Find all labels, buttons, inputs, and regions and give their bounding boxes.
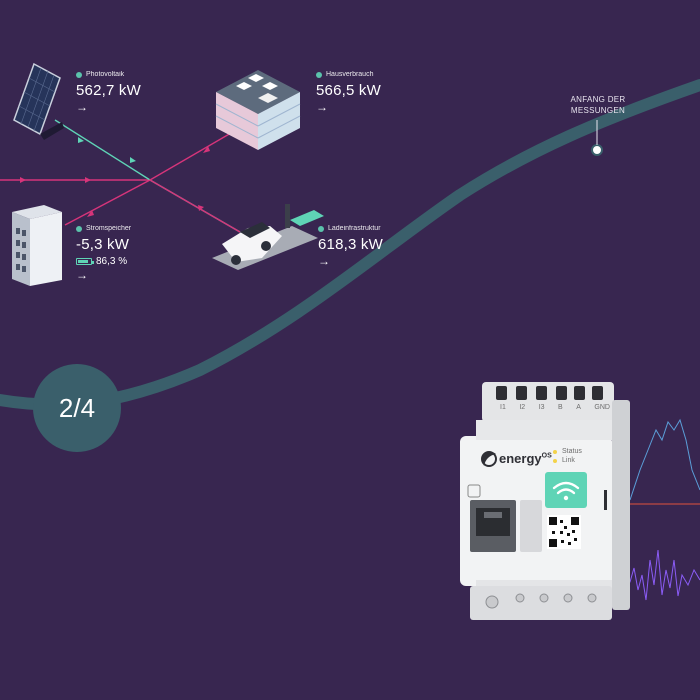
terminal-label: I1 [500, 404, 506, 411]
terminal-labels: I1 I2 I3 B A GND [500, 404, 610, 411]
terminal-label: I3 [538, 404, 545, 411]
measurement-start-marker [591, 144, 603, 156]
annotation-line1: ANFANG DER [570, 95, 626, 104]
pv-label: Photovoltaik [86, 71, 125, 78]
annotation-line2: MESSUNGEN [570, 106, 626, 115]
pv-value: 562,7 kW [76, 82, 141, 99]
building-icon [215, 70, 301, 150]
storage-label: Stromspeicher [86, 225, 132, 232]
pv-dot [76, 71, 82, 78]
charging-arrow-icon[interactable]: → [318, 254, 330, 268]
house-dot [316, 71, 322, 78]
charging-dot [318, 225, 324, 232]
terminal-label: A [576, 404, 581, 411]
device-brand-sup: OS [541, 452, 552, 460]
storage-arrow-icon[interactable]: → [76, 268, 88, 282]
battery-icon [76, 258, 94, 265]
wifi-icon [552, 481, 580, 495]
storage-dot [76, 225, 82, 232]
storage-value: -5,3 kW [76, 236, 130, 253]
measurement-start-annotation: ANFANG DER MESSUNGEN [552, 94, 644, 116]
storage-soc: 86,3 % [76, 256, 131, 267]
battery-fill [78, 260, 89, 263]
storage-cabinet-icon [12, 205, 62, 286]
house-value: 566,5 kW [316, 82, 381, 99]
step-indicator: 2/4 [33, 364, 121, 452]
terminal-label: B [558, 404, 563, 411]
pv-arrow-icon[interactable]: → [76, 100, 88, 114]
house-arrow-icon[interactable]: → [316, 100, 328, 114]
signal-purple [611, 549, 700, 601]
signal-blue [629, 418, 700, 501]
house-label: Hausverbrauch [326, 71, 374, 78]
terminal-label: I2 [519, 404, 526, 411]
charging-value: 618,3 kW [318, 236, 383, 253]
charging-block: Ladeinfrastruktur 618,3 kW → [318, 225, 383, 268]
meter-device [460, 382, 630, 620]
device-brand: energyOS [499, 451, 552, 466]
flow-line-pv-charging-pink [149, 179, 241, 233]
status-led-label: Status [562, 448, 582, 455]
link-led-label: Link [562, 457, 575, 464]
storage-block: Stromspeicher -5,3 kW 86,3 % → [76, 225, 131, 282]
storage-soc-value: 86,3 % [96, 256, 128, 267]
flow-line-storage-house [64, 121, 251, 226]
pv-block: Photovoltaik 562,7 kW → [76, 71, 141, 114]
terminal-label: GND [594, 404, 610, 411]
device-brand-name: energy [499, 451, 542, 466]
brand-logo-mark [482, 451, 496, 466]
charging-label: Ladeinfrastruktur [328, 225, 381, 232]
flow-arrowheads [20, 137, 210, 217]
ev-charging-icon [212, 204, 324, 270]
qr-code-icon [549, 517, 579, 547]
solar-panel-icon [13, 62, 64, 140]
house-block: Hausverbrauch 566,5 kW → [316, 71, 381, 114]
